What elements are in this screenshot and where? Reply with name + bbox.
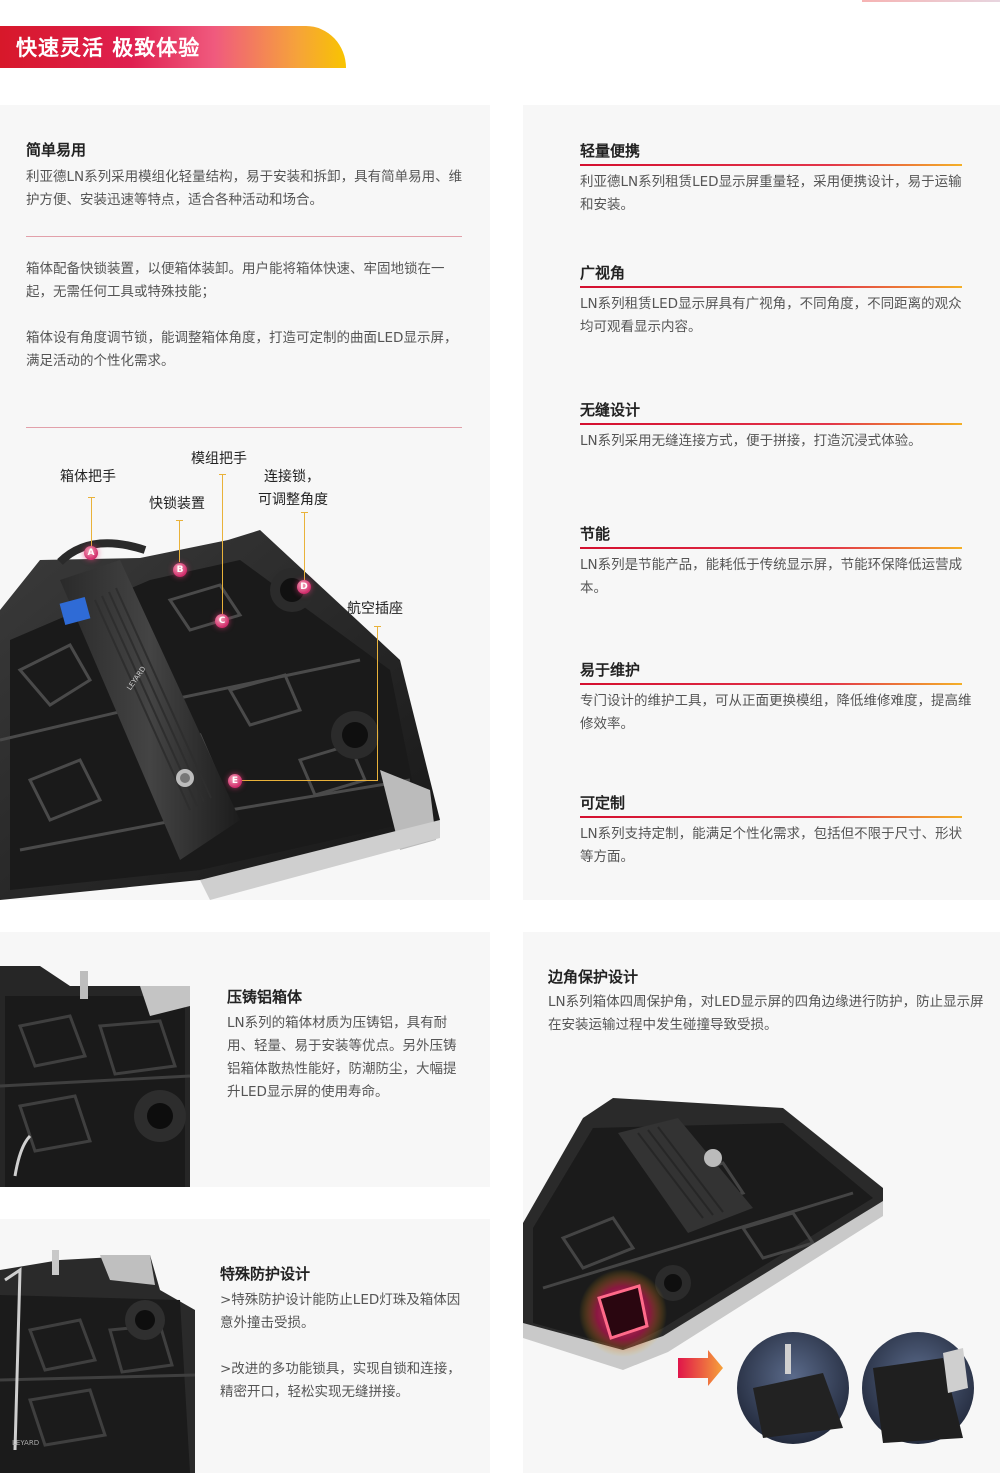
banner-title: 快速灵活 极致体验: [16, 36, 201, 60]
callout-module-handle: 模组把手: [191, 451, 247, 467]
feature-rule-lightweight: [580, 164, 962, 166]
divider-1: [26, 236, 462, 237]
ease-of-use-para-1: 利亚德LN系列采用模组化轻量结构，易于安装和拆卸，具有简单易用、维护方便、安装迅…: [26, 169, 463, 208]
callout-tick-e: [374, 626, 381, 627]
logo-text: LEYARD: [12, 1439, 39, 1447]
callout-connect-lock-line2: 可调整角度: [258, 492, 328, 508]
die-cast-text: LN系列的箱体材质为压铸铝，具有耐用、轻量、易于安装等优点。另外压铸铝箱体散热性…: [227, 1015, 457, 1100]
special-protection-title: 特殊防护设计: [220, 1265, 311, 1283]
marker-e: E: [228, 774, 242, 788]
callout-tick-a: [88, 497, 95, 498]
marker-a: A: [84, 546, 98, 560]
callout-tick-c: [219, 474, 226, 475]
callout-line-b: [179, 520, 180, 562]
feature-rule-maintenance: [580, 683, 962, 685]
ease-of-use-heading: 简单易用: [26, 141, 87, 159]
callout-quick-lock: 快锁装置: [149, 496, 205, 512]
special-protection-illustration: LEYARD: [0, 1250, 195, 1473]
callout-line-a: [91, 497, 92, 547]
feature-rule-wide-angle: [580, 286, 962, 288]
feature-title-seamless: 无缝设计: [580, 401, 641, 419]
callout-line-c: [222, 474, 223, 614]
divider-2: [26, 427, 462, 428]
callout-tick-d: [301, 512, 308, 513]
corner-protection-title: 边角保护设计: [548, 968, 639, 986]
ease-of-use-para-2: 箱体配备快锁装置，以便箱体装卸。用户能将箱体快速、牢固地锁在一起，无需任何工具或…: [26, 261, 445, 300]
feature-title-lightweight: 轻量便携: [580, 142, 641, 160]
cabinet-rear-illustration: LEYARD: [0, 530, 440, 900]
features-panel: [523, 105, 1000, 900]
feature-text-lightweight: 利亚德LN系列租赁LED显示屏重量轻，采用便携设计，易于运输和安装。: [580, 174, 962, 213]
feature-text-maintenance: 专门设计的维护工具，可从正面更换模组，降低维修难度，提高维修效率。: [580, 693, 972, 732]
corner-protection-text: LN系列箱体四周保护角，对LED显示屏的四角边缘进行防护，防止显示屏在安装运输过…: [548, 994, 984, 1033]
marker-b: B: [173, 563, 187, 577]
feature-text-wide-angle: LN系列租赁LED显示屏具有广视角，不同角度，不同距离的观众均可观看显示内容。: [580, 296, 962, 335]
feature-text-customizable: LN系列支持定制，能满足个性化需求，包括但不限于尺寸、形状等方面。: [580, 826, 963, 865]
feature-title-customizable: 可定制: [580, 794, 626, 812]
callout-connect-lock-line1: 连接锁，: [264, 469, 320, 485]
feature-title-maintenance: 易于维护: [580, 661, 641, 679]
die-cast-title: 压铸铝箱体: [227, 988, 303, 1006]
callout-box-handle: 箱体把手: [60, 469, 116, 485]
feature-rule-seamless: [580, 423, 962, 425]
feature-title-energy: 节能: [580, 525, 611, 543]
ease-of-use-para-3: 箱体设有角度调节锁，能调整箱体角度，打造可定制的曲面LED显示屏，满足活动的个性…: [26, 330, 458, 369]
callout-aviation-socket: 航空插座: [347, 601, 403, 617]
top-accent-line: [862, 0, 1000, 2]
special-protection-text-2: >改进的多功能锁具，实现自锁和连接，精密开口，轻松实现无缝拼接。: [220, 1361, 461, 1400]
die-cast-cabinet-illustration: [0, 966, 190, 1187]
corner-protection-illustration: [523, 1098, 974, 1444]
feature-rule-customizable: [580, 816, 962, 818]
feature-title-wide-angle: 广视角: [580, 264, 626, 282]
marker-c: C: [215, 614, 229, 628]
title-banner: [0, 26, 346, 68]
special-protection-text-1: >特殊防护设计能防止LED灯珠及箱体因意外撞击受损。: [220, 1292, 461, 1331]
feature-text-energy: LN系列是节能产品，能耗低于传统显示屏，节能环保降低运营成本。: [580, 557, 963, 596]
callout-line-e-horizontal: [240, 780, 378, 781]
callout-line-d: [304, 512, 305, 580]
feature-text-seamless: LN系列采用无缝连接方式，便于拼接，打造沉浸式体验。: [580, 433, 922, 449]
feature-rule-energy: [580, 547, 962, 549]
marker-d: D: [297, 580, 311, 594]
callout-line-e-vertical: [377, 626, 378, 780]
callout-tick-b: [176, 520, 183, 521]
